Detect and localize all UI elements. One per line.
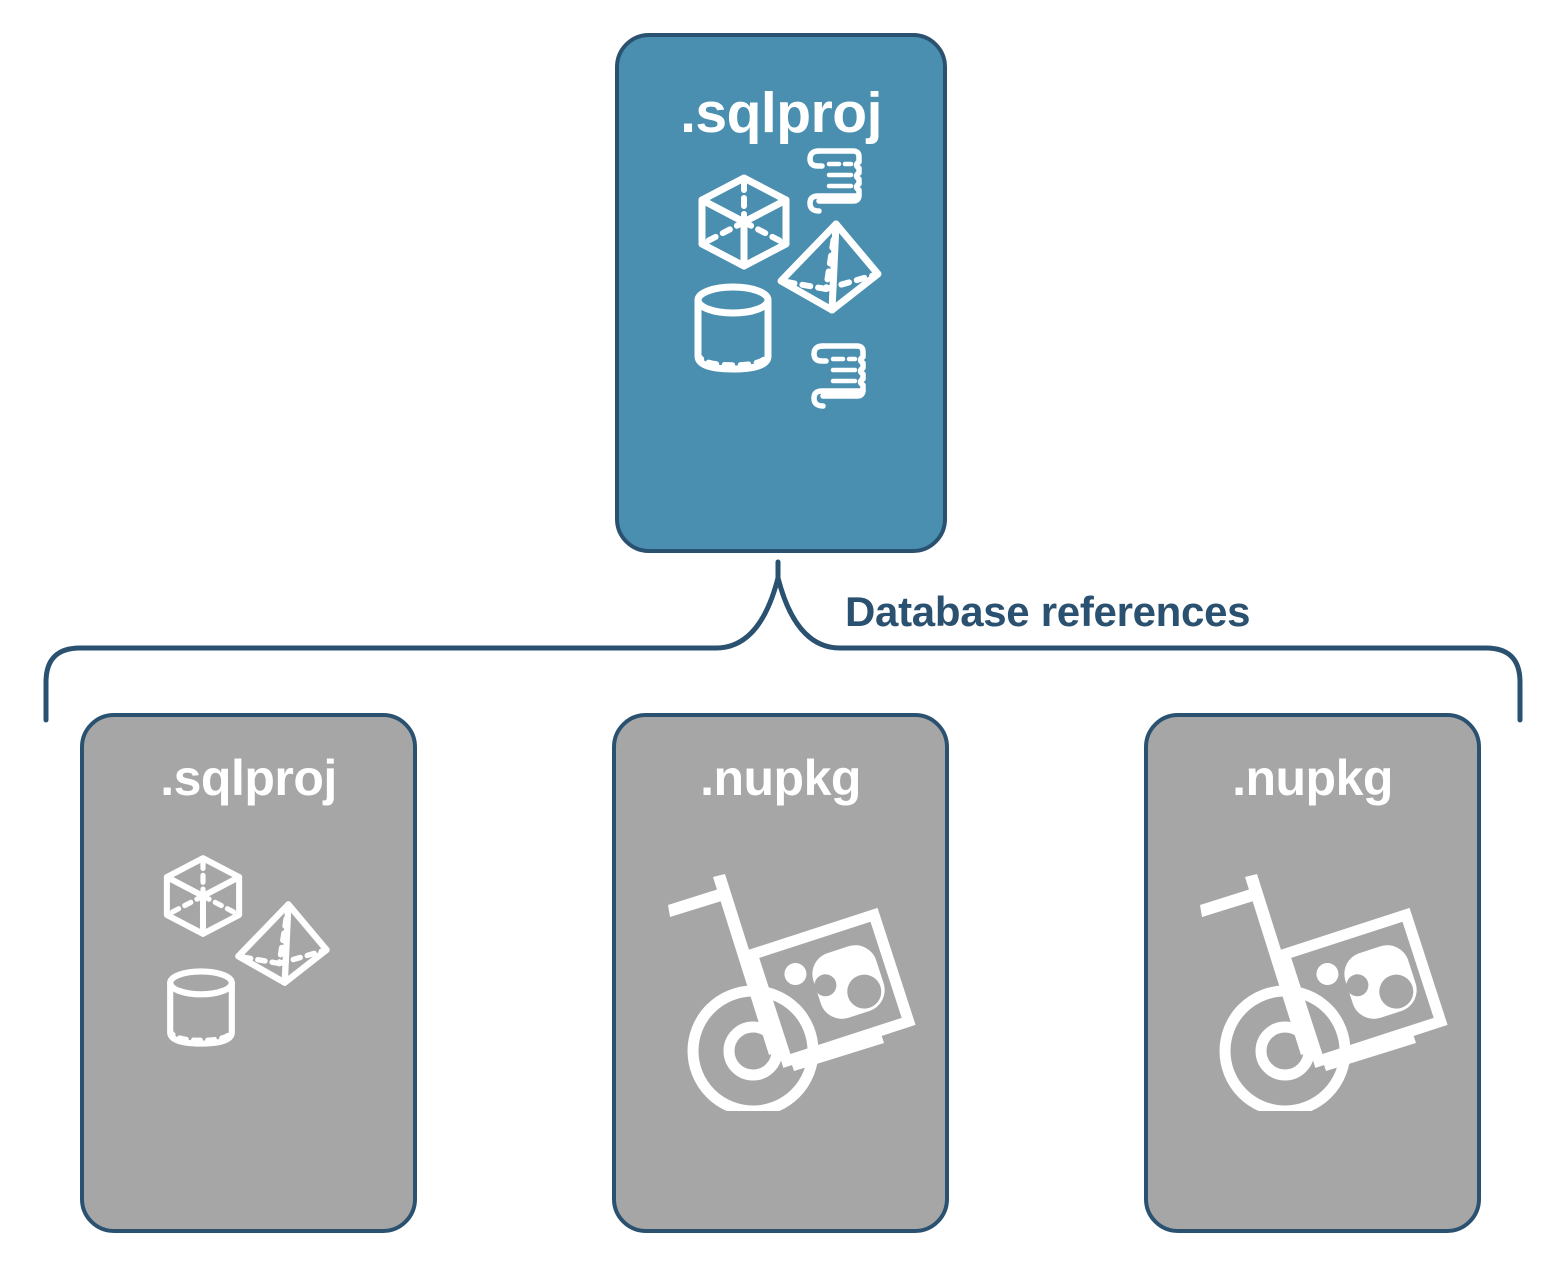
card-artwork — [1148, 803, 1477, 1229]
node-card-child-nupkg-2[interactable]: .nupkg — [1144, 713, 1481, 1233]
database-references-bracket — [43, 559, 1523, 723]
card-title: .sqlproj — [680, 81, 882, 145]
node-card-child-sqlproj[interactable]: .sqlproj — [80, 713, 417, 1233]
scroll-icon — [807, 148, 862, 214]
card-artwork — [619, 142, 943, 549]
card-title: .nupkg — [700, 750, 861, 806]
card-title: .nupkg — [1232, 750, 1393, 806]
node-card-child-nupkg-1[interactable]: .nupkg — [612, 713, 949, 1233]
card-artwork — [84, 803, 413, 1229]
card-artwork — [616, 803, 945, 1229]
cylinder-icon — [694, 283, 772, 373]
cube-icon — [698, 174, 790, 270]
package-dolly-icon — [668, 874, 916, 1111]
scroll-icon — [811, 343, 866, 409]
card-title: .sqlproj — [160, 750, 337, 806]
node-card-root-sqlproj[interactable]: .sqlproj — [615, 33, 947, 553]
pyramid-icon — [235, 901, 330, 986]
package-dolly-icon — [1200, 874, 1448, 1111]
pyramid-icon — [777, 220, 882, 314]
cylinder-icon — [167, 968, 235, 1047]
connector-label: Database references — [845, 588, 1251, 635]
cube-icon — [163, 855, 243, 937]
